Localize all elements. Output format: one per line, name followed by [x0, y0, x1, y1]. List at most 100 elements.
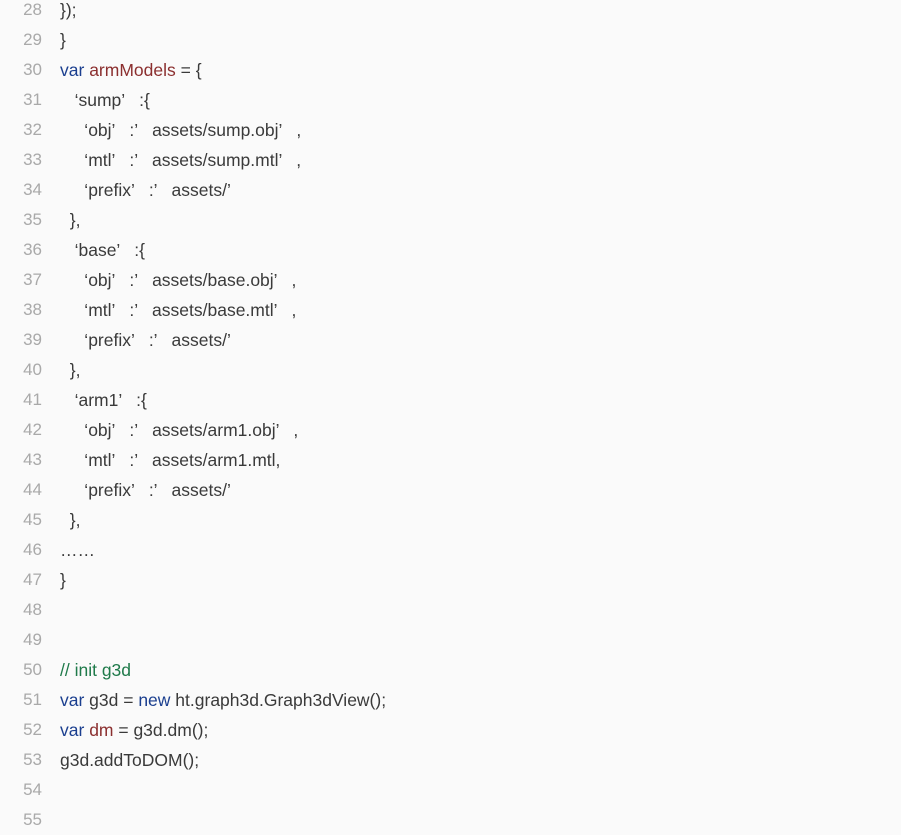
code-token: ‘base’ :{ — [60, 240, 145, 260]
code-token: }, — [60, 510, 81, 530]
code-token: …… — [60, 540, 95, 560]
code-line: 35 }, — [0, 205, 901, 235]
code-line: 31 ‘sump’ :{ — [0, 85, 901, 115]
code-keyword: var — [60, 690, 85, 710]
code-comment: // init g3d — [60, 660, 132, 680]
code-token: }, — [60, 210, 81, 230]
code-keyword: var — [60, 720, 85, 740]
code-text: } — [60, 565, 66, 595]
line-number: 39 — [23, 330, 42, 349]
code-token: ht.graph3d.Graph3dView(); — [170, 690, 387, 710]
code-text: ‘obj’ :’ assets/arm1.obj’ , — [60, 415, 298, 445]
code-token: ‘prefix’ :’ assets/’ — [60, 180, 231, 200]
line-number: 33 — [23, 150, 42, 169]
code-line: 40 }, — [0, 355, 901, 385]
code-text: }); — [60, 0, 77, 25]
code-token: } — [60, 30, 66, 50]
code-text: ‘obj’ :’ assets/sump.obj’ , — [60, 115, 301, 145]
code-text: // init g3d — [60, 655, 131, 685]
code-token: ‘obj’ :’ assets/base.obj’ , — [60, 270, 297, 290]
code-text: ‘base’ :{ — [60, 235, 145, 265]
line-number: 32 — [23, 120, 42, 139]
code-text: ‘mtl’ :’ assets/arm1.mtl, — [60, 445, 280, 475]
code-token: ‘prefix’ :’ assets/’ — [60, 330, 231, 350]
code-line: 37 ‘obj’ :’ assets/base.obj’ , — [0, 265, 901, 295]
line-number: 55 — [23, 810, 42, 829]
code-text: g3d.addToDOM(); — [60, 745, 199, 775]
code-text: ‘prefix’ :’ assets/’ — [60, 475, 231, 505]
code-line: 42 ‘obj’ :’ assets/arm1.obj’ , — [0, 415, 901, 445]
code-text: ‘prefix’ :’ assets/’ — [60, 175, 231, 205]
code-line: 28}); — [0, 0, 901, 25]
code-token: ‘prefix’ :’ assets/’ — [60, 480, 231, 500]
line-number: 42 — [23, 420, 42, 439]
code-line: 50 // init g3d — [0, 655, 901, 685]
code-token: }); — [60, 0, 77, 20]
code-text: ‘mtl’ :’ assets/base.mtl’ , — [60, 295, 296, 325]
code-token: ‘mtl’ :’ assets/base.mtl’ , — [60, 300, 297, 320]
line-number: 46 — [23, 540, 42, 559]
code-line: 38 ‘mtl’ :’ assets/base.mtl’ , — [0, 295, 901, 325]
code-line: 41 ‘arm1’ :{ — [0, 385, 901, 415]
code-text: ‘arm1’ :{ — [60, 385, 147, 415]
code-token: g3d.addToDOM(); — [60, 750, 200, 770]
line-number: 54 — [23, 780, 42, 799]
code-line: 46 …… — [0, 535, 901, 565]
line-number: 49 — [23, 630, 42, 649]
code-text: } — [60, 25, 66, 55]
code-line: 29} — [0, 25, 901, 55]
code-line: 48 — [0, 595, 901, 625]
code-keyword: new — [138, 690, 171, 710]
line-number: 37 — [23, 270, 42, 289]
code-text: var armModels = { — [60, 55, 202, 85]
code-text: ‘obj’ :’ assets/base.obj’ , — [60, 265, 296, 295]
code-line: 51 var g3d = new ht.graph3d.Graph3dView()… — [0, 685, 901, 715]
code-text: ‘sump’ :{ — [60, 85, 150, 115]
line-number: 35 — [23, 210, 42, 229]
line-number: 41 — [23, 390, 42, 409]
line-number: 34 — [23, 180, 42, 199]
code-token: ‘mtl’ :’ assets/sump.mtl’ , — [60, 150, 302, 170]
code-text: ‘prefix’ :’ assets/’ — [60, 325, 231, 355]
code-line: 54 — [0, 775, 901, 805]
code-line: 43 ‘mtl’ :’ assets/arm1.mtl, — [0, 445, 901, 475]
code-text: }, — [60, 355, 81, 385]
code-token: ‘obj’ :’ assets/arm1.obj’ , — [60, 420, 299, 440]
code-text: }, — [60, 505, 81, 535]
code-line: 34 ‘prefix’ :’ assets/’ — [0, 175, 901, 205]
code-line: 45 }, — [0, 505, 901, 535]
line-number: 40 — [23, 360, 42, 379]
line-number: 51 — [23, 690, 42, 709]
line-number: 43 — [23, 450, 42, 469]
code-line: 32 ‘obj’ :’ assets/sump.obj’ , — [0, 115, 901, 145]
code-token: ‘mtl’ :’ assets/arm1.mtl, — [60, 450, 281, 470]
code-token: = { — [175, 60, 202, 80]
line-number: 50 — [23, 660, 42, 679]
code-token: = g3d.dm(); — [113, 720, 209, 740]
code-text: }, — [60, 205, 81, 235]
code-line: 49 — [0, 625, 901, 655]
code-token: ‘sump’ :{ — [60, 90, 150, 110]
code-text: var g3d = new ht.graph3d.Graph3dView(); — [60, 685, 386, 715]
code-line: 55 — [0, 805, 901, 835]
code-token: ‘arm1’ :{ — [60, 390, 147, 410]
line-number: 53 — [23, 750, 42, 769]
line-number: 29 — [23, 30, 42, 49]
code-token: ‘obj’ :’ assets/sump.obj’ , — [60, 120, 302, 140]
code-keyword: var — [60, 60, 85, 80]
code-text: var dm = g3d.dm(); — [60, 715, 208, 745]
code-variable: dm — [89, 720, 114, 740]
code-variable: armModels — [89, 60, 176, 80]
code-token: g3d = — [84, 690, 139, 710]
code-token: } — [60, 570, 66, 590]
line-number: 38 — [23, 300, 42, 319]
line-number: 44 — [23, 480, 42, 499]
code-line: 39 ‘prefix’ :’ assets/’ — [0, 325, 901, 355]
code-line: 53 g3d.addToDOM(); — [0, 745, 901, 775]
code-line: 33 ‘mtl’ :’ assets/sump.mtl’ , — [0, 145, 901, 175]
line-number: 45 — [23, 510, 42, 529]
line-number: 48 — [23, 600, 42, 619]
